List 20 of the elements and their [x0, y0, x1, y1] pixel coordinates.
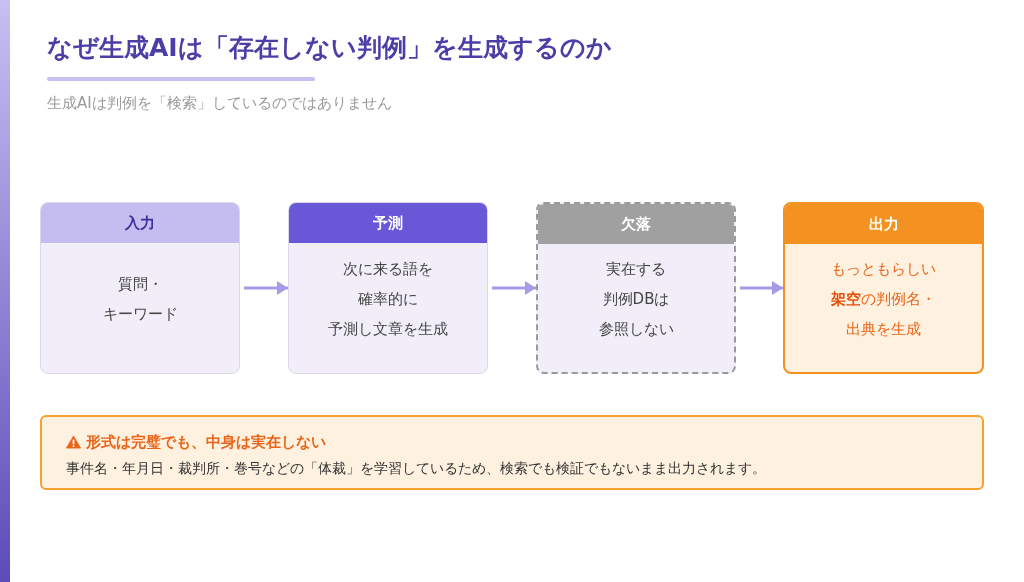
warning-box	[40, 415, 984, 490]
card-header: 入力	[41, 203, 239, 243]
arrow	[244, 281, 288, 295]
card-header: 出力	[785, 204, 982, 244]
warning-heading: 形式は完璧でも、中身は実在しない	[86, 432, 326, 453]
arrow	[492, 281, 536, 295]
note-text: 事件名・年月日・裁判所・巻号などの「体裁」を学習しているため、検索でも検証でもないまま出力されます。	[66, 459, 766, 478]
process-card	[783, 202, 984, 374]
process-card	[40, 202, 240, 374]
subtitle: 生成AIは判例を「検索」しているのではありません	[47, 93, 392, 114]
card-header: 予測	[289, 203, 487, 243]
process-card	[288, 202, 488, 374]
title: なぜ生成AIは「存在しない判例」を生成するのか	[47, 32, 612, 64]
card-text: 次に来る語を確率的に予測し文章を生成	[327, 259, 449, 340]
card-text: 実在する判例DBは参照しない	[597, 259, 675, 340]
card-header: 欠落	[538, 204, 734, 244]
arrow	[740, 281, 783, 295]
card-text: 質問・キーワード	[101, 274, 179, 325]
card-text: もっともらしい架空の判例名・出典を生成	[830, 259, 937, 340]
process-card	[536, 202, 736, 374]
